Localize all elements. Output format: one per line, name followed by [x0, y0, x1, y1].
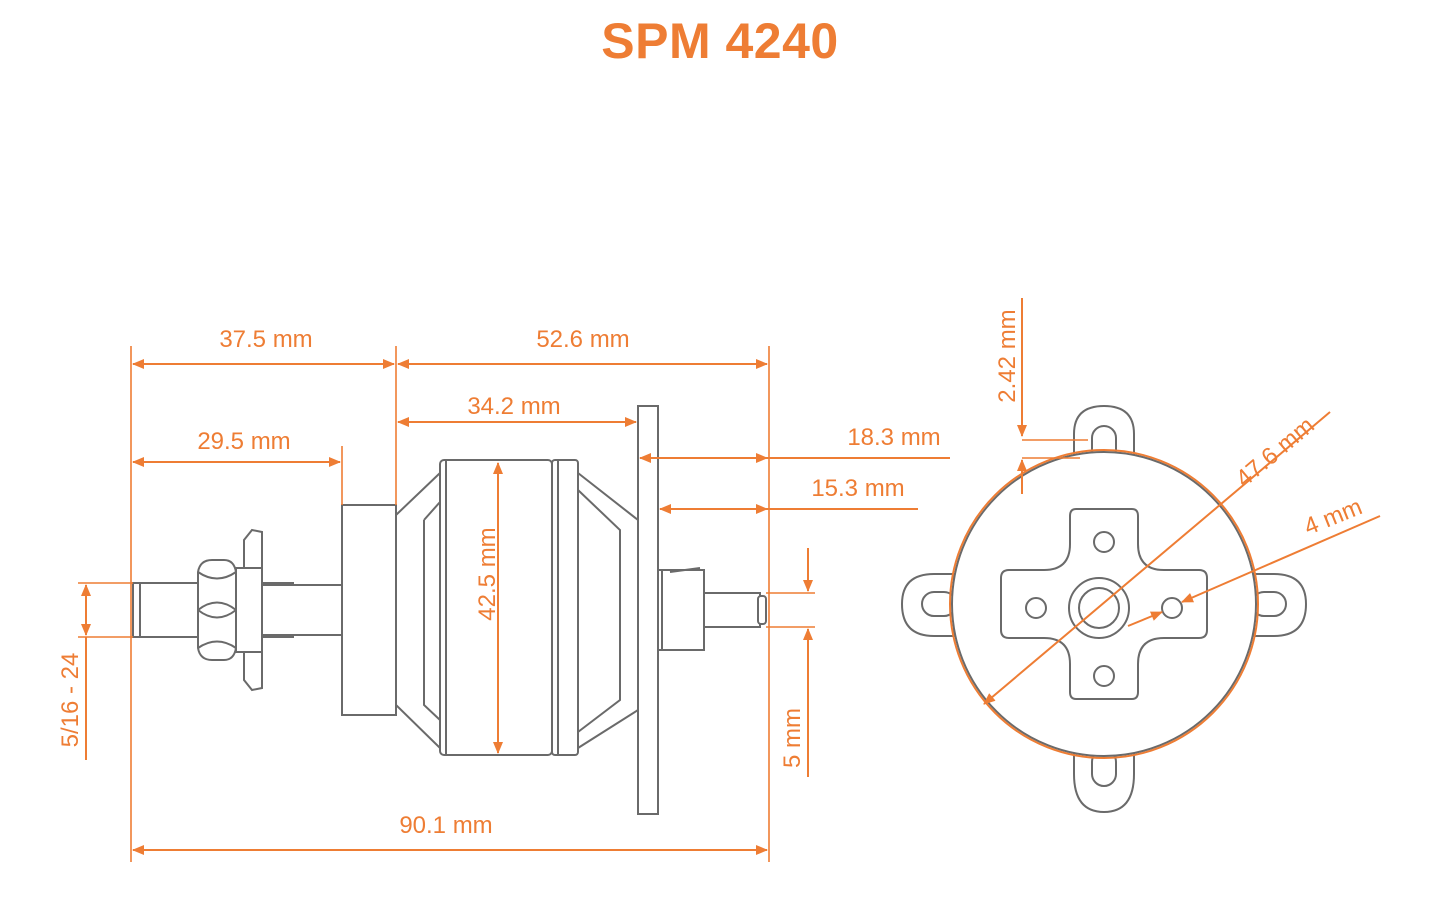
dim-label-52-6: 52.6 mm — [536, 326, 629, 353]
dim-label-5mm: 5 mm — [779, 708, 806, 768]
mount-block — [341, 504, 397, 716]
mount-tab-right — [1253, 573, 1308, 637]
side-view-labels: 37.5 mm 52.6 mm 34.2 mm 29.5 mm 18.3 mm … — [57, 326, 941, 839]
dim-label-90-1: 90.1 mm — [399, 812, 492, 839]
diagram-title: SPM 4240 — [601, 13, 839, 69]
rear-shaft — [703, 592, 761, 628]
front-bell — [395, 470, 441, 751]
side-view-dimensions — [78, 346, 950, 862]
mount-tab-top — [1073, 404, 1135, 465]
mount-hole-top — [1093, 531, 1115, 553]
shaft-body — [261, 584, 343, 636]
dim-label-thread: 5/16 - 24 — [57, 653, 84, 748]
mount-hole-bottom — [1093, 665, 1115, 687]
rear-band — [551, 459, 579, 756]
dim-label-37-5: 37.5 mm — [219, 326, 312, 353]
dim-label-15-3: 15.3 mm — [811, 475, 904, 502]
dim-label-2-42: 2.42 mm — [994, 309, 1021, 402]
bolt-circle — [949, 449, 1259, 759]
hex-nut-facets — [197, 571, 237, 649]
mount-tab-bottom — [1073, 743, 1135, 814]
mount-hole-right — [1161, 597, 1183, 619]
prop-hub — [235, 567, 263, 653]
flange-plate — [637, 405, 659, 815]
mount-hole-left — [1025, 597, 1047, 619]
dim-label-4mm: 4 mm — [1300, 493, 1366, 541]
dim-label-18-3: 18.3 mm — [847, 424, 940, 451]
mount-tab-left — [900, 573, 955, 637]
dim-label-34-2: 34.2 mm — [467, 393, 560, 420]
side-view — [132, 405, 767, 815]
front-view-dimensions — [983, 298, 1381, 705]
dim-label-42-5: 42.5 mm — [474, 527, 501, 620]
dim-label-29-5: 29.5 mm — [197, 428, 290, 455]
rear-shaft-tip — [757, 595, 767, 625]
dim-label-47-6: 47.6 mm — [1231, 412, 1320, 493]
rear-shaft-hub — [657, 569, 705, 651]
rear-taper — [577, 470, 639, 750]
